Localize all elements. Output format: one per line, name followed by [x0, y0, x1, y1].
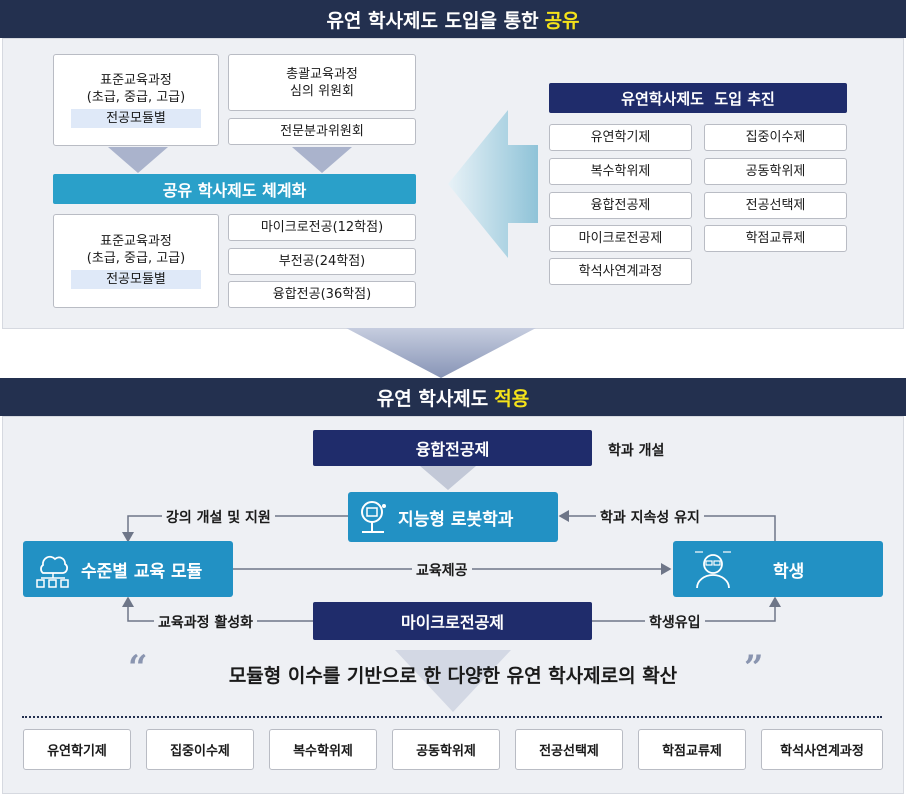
cloud-network-icon: [36, 555, 69, 588]
system-box: 공동학위제: [392, 729, 500, 770]
down-chevron-left: [108, 147, 168, 173]
lecture-support-label: 강의 개설 및 지원: [162, 507, 275, 527]
subcommittee-box: 전문분과위원회: [228, 118, 416, 145]
fusion-major-bar: 융합전공제: [313, 430, 592, 466]
promo-item: 학점교류제: [704, 225, 847, 252]
promo-item-label: 융합전공제: [590, 198, 651, 213]
system-box: 전공선택제: [515, 729, 623, 770]
top-title: 유연 학사제도 도입을 통한: [326, 9, 539, 32]
subcommittee-label: 전문분과위원회: [280, 124, 364, 139]
system-label: 공동학위제: [416, 744, 476, 759]
promo-item: 집중이수제: [704, 124, 847, 151]
bottom-title: 유연 학사제도: [376, 387, 489, 410]
standard-curriculum-box-lower: 표준교육과정 (초급, 중급, 고급) 전공모듈별: [53, 214, 219, 308]
student-box: 학생: [673, 541, 883, 597]
promo-item: 유연학기제: [549, 124, 692, 151]
promo-item-label: 마이크로전공제: [578, 231, 663, 246]
robot-dept-box: 지능형 로봇학과: [348, 492, 558, 542]
section-down-chevron: [346, 328, 536, 378]
robot-dept-label: 지능형 로봇학과: [398, 509, 514, 530]
curriculum-line1: 표준교육과정: [100, 73, 172, 88]
quote-open-icon: “: [128, 648, 148, 688]
system-label: 전공선택제: [539, 744, 599, 759]
micro-major-bar: 마이크로전공제: [313, 602, 592, 640]
promo-item: 융합전공제: [549, 192, 692, 219]
promo-item: 학석사연계과정: [549, 258, 692, 285]
level-module-label: 수준별 교육 모듈: [81, 561, 203, 582]
system-label: 집중이수제: [170, 744, 230, 759]
committee-line1: 총괄교육과정: [286, 66, 358, 82]
promo-item: 전공선택제: [704, 192, 847, 219]
quote-text: 모듈형 이수를 기반으로 한 다양한 유연 학사제로의 확산: [228, 665, 678, 687]
quote-down-chevron: [395, 650, 511, 712]
credit-box-fusion: 융합전공(36학점): [228, 281, 416, 308]
system-label: 학석사연계과정: [780, 744, 864, 759]
committee-line2: 심의 위원회: [290, 83, 354, 99]
level-module-box: 수준별 교육 모듈: [23, 541, 233, 597]
credit-box-minor: 부전공(24학점): [228, 248, 416, 275]
student-label: 학생: [773, 561, 805, 582]
system-box: 학점교류제: [638, 729, 746, 770]
curriculum-line2: (초급, 중급, 고급): [86, 251, 186, 266]
promo-title-bar: 유연학사제도 도입 추진: [549, 83, 847, 113]
promo-item-label: 전공선택제: [745, 198, 806, 213]
module-chip: 전공모듈별: [71, 109, 201, 128]
curriculum-line1: 표준교육과정: [100, 234, 172, 249]
system-box: 복수학위제: [269, 729, 377, 770]
quote-close-icon: ”: [744, 648, 764, 688]
left-arrow: [448, 110, 538, 258]
edu-provide-label: 교육제공: [412, 560, 472, 580]
top-title-highlight: 공유: [544, 9, 580, 32]
promo-item-label: 유연학기제: [590, 130, 651, 145]
promo-item-label: 복수학위제: [590, 164, 651, 179]
dept-open-label: 학과 개설: [608, 443, 665, 459]
committee-box: 총괄교육과정 심의 위원회: [228, 54, 416, 111]
system-label: 복수학위제: [293, 744, 353, 759]
credit-label: 부전공(24학점): [278, 254, 366, 269]
system-box: 유연학기제: [23, 729, 131, 770]
robot-head-icon: [361, 501, 386, 533]
credit-label: 마이크로전공(12학점): [260, 220, 384, 235]
top-header: 유연 학사제도 도입을 통한 공유: [0, 0, 906, 38]
micro-major-label: 마이크로전공제: [400, 613, 505, 632]
bottom-title-highlight: 적용: [494, 387, 530, 410]
promo-item-label: 집중이수제: [745, 130, 806, 145]
system-label: 학점교류제: [662, 744, 722, 759]
promo-item-label: 학석사연계과정: [578, 264, 663, 279]
promo-item: 복수학위제: [549, 158, 692, 185]
promo-item-label: 학점교류제: [745, 231, 806, 246]
promo-title: 유연학사제도 도입 추진: [621, 89, 775, 108]
module-chip: 전공모듈별: [71, 270, 201, 289]
fusion-major-label: 융합전공제: [415, 440, 490, 459]
credit-box-micro: 마이크로전공(12학점): [228, 214, 416, 241]
dept-sustain-label: 학과 지속성 유지: [596, 507, 704, 527]
standard-curriculum-box-upper: 표준교육과정 (초급, 중급, 고급) 전공모듈별: [53, 54, 219, 146]
bottom-header: 유연 학사제도 적용: [0, 378, 906, 416]
promo-item: 마이크로전공제: [549, 225, 692, 252]
system-box: 학석사연계과정: [761, 729, 883, 770]
promo-item: 공동학위제: [704, 158, 847, 185]
promo-item-label: 공동학위제: [745, 164, 806, 179]
system-label: 유연학기제: [47, 744, 107, 759]
student-inflow-label: 학생유입: [645, 612, 705, 632]
credit-label: 융합전공(36학점): [272, 287, 372, 302]
down-chevron-right: [292, 147, 352, 173]
curriculum-line2: (초급, 중급, 고급): [86, 90, 186, 105]
student-face-icon: [695, 551, 731, 589]
system-bar: 공유 학사제도 체계화: [53, 174, 416, 204]
curriculum-active-label: 교육과정 활성화: [154, 612, 258, 632]
system-bar-label: 공유 학사제도 체계화: [162, 181, 307, 200]
system-box: 집중이수제: [146, 729, 254, 770]
dotted-separator: [22, 716, 882, 718]
